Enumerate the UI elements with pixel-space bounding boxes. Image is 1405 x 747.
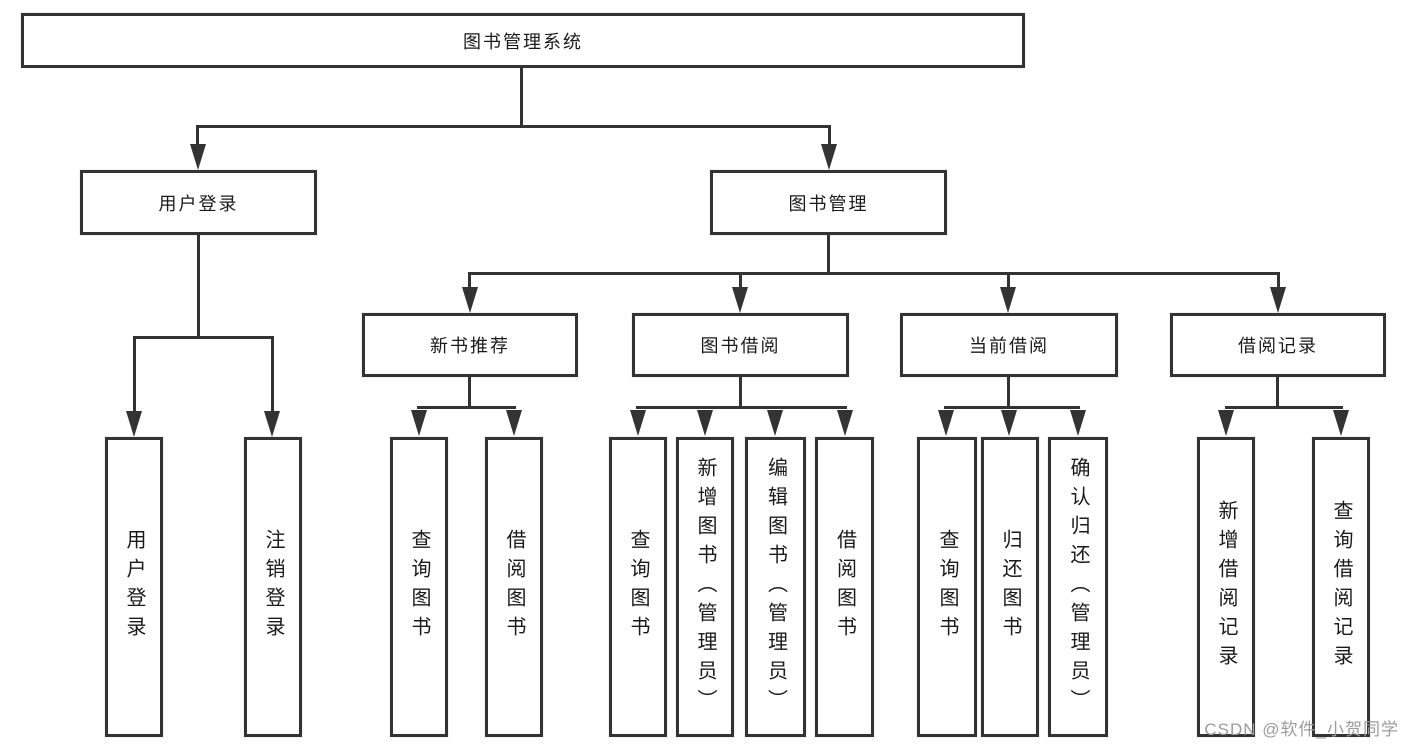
arrow-down-edit-books (767, 410, 783, 436)
connector-to-leaf-logout (271, 336, 274, 412)
connector-user-login-stem (197, 235, 200, 336)
arrow-down-borrow-query (630, 410, 646, 436)
connector-to-current-borrow (1007, 272, 1010, 289)
arrow-down-current-borrow (1000, 287, 1016, 313)
leaf-confirm-return-admin-label: 确认归还（管理员） (1067, 456, 1089, 718)
leaf-borrow-query-books: 查询图书 (609, 437, 667, 737)
leaf-edit-books-admin: 编辑图书（管理员） (745, 437, 806, 737)
connector-recommend-stem (468, 377, 471, 406)
arrow-down-borrow-books (837, 410, 853, 436)
node-new-book-recommend-label: 新书推荐 (430, 336, 510, 356)
leaf-recommend-borrow-books: 借阅图书 (485, 437, 543, 737)
leaf-borrow-query-books-label: 查询图书 (627, 529, 649, 645)
connector-user-login-branch (133, 336, 274, 339)
connector-root-stem (520, 68, 523, 125)
node-new-book-recommend: 新书推荐 (362, 313, 578, 377)
leaf-borrow-books-label: 借阅图书 (833, 529, 856, 645)
arrow-down-book-borrow (732, 287, 748, 313)
connector-to-book-borrow (739, 272, 742, 289)
connector-borrow-branch (636, 406, 847, 409)
arrow-down-add-books (697, 410, 713, 436)
arrow-down-borrow-records (1270, 287, 1286, 313)
leaf-edit-books-admin-label: 编辑图书（管理员） (764, 456, 787, 718)
leaf-return-books-label: 归还图书 (999, 529, 1021, 645)
connector-root-branch (197, 125, 830, 128)
node-book-management-label: 图书管理 (788, 193, 869, 214)
node-borrow-records: 借阅记录 (1170, 313, 1386, 377)
leaf-logout-label: 注销登录 (262, 529, 284, 645)
arrow-down-book-management (821, 144, 837, 170)
connector-to-user-login (196, 125, 199, 147)
arrow-down-leaf-logout (264, 411, 280, 437)
connector-to-new-book-recommend (468, 272, 471, 289)
arrow-down-user-login (190, 144, 206, 170)
watermark: CSDN @软件_小贺同学 (1204, 720, 1399, 739)
node-book-management: 图书管理 (710, 170, 947, 235)
arrow-down-confirm-return (1070, 410, 1086, 436)
node-root: 图书管理系统 (21, 13, 1025, 68)
leaf-recommend-borrow-books-label: 借阅图书 (503, 529, 525, 645)
arrow-down-query-record (1333, 410, 1349, 436)
connector-borrow-stem (739, 377, 742, 406)
connector-book-management-branch (468, 272, 1279, 275)
leaf-recommend-query-books: 查询图书 (390, 437, 448, 737)
leaf-current-query-books: 查询图书 (917, 437, 977, 737)
arrow-down-recommend-borrow (506, 410, 522, 436)
leaf-query-borrow-record-label: 查询借阅记录 (1330, 500, 1352, 674)
leaf-add-books-admin-label: 新增图书（管理员） (694, 456, 716, 718)
node-borrow-records-label: 借阅记录 (1238, 336, 1318, 356)
node-user-login: 用户登录 (80, 170, 317, 235)
connector-recommend-branch (417, 406, 516, 409)
connector-records-stem (1276, 377, 1279, 406)
leaf-query-borrow-record: 查询借阅记录 (1312, 437, 1370, 737)
connector-current-stem (1007, 377, 1010, 406)
leaf-recommend-query-books-label: 查询图书 (408, 529, 430, 645)
connector-to-borrow-records (1277, 272, 1280, 289)
leaf-borrow-books: 借阅图书 (815, 437, 874, 737)
connector-book-management-stem (827, 235, 830, 272)
arrow-down-leaf-user-login (126, 411, 142, 437)
arrow-down-current-query (938, 410, 954, 436)
leaf-add-borrow-record: 新增借阅记录 (1197, 437, 1255, 737)
connector-current-branch (944, 406, 1080, 409)
leaf-return-books: 归还图书 (981, 437, 1039, 737)
arrow-down-new-book-recommend (462, 287, 478, 313)
node-current-borrow: 当前借阅 (900, 313, 1118, 377)
arrow-down-add-record (1218, 410, 1234, 436)
leaf-add-books-admin: 新增图书（管理员） (676, 437, 734, 737)
leaf-confirm-return-admin: 确认归还（管理员） (1048, 437, 1108, 737)
node-root-label: 图书管理系统 (463, 31, 583, 52)
leaf-current-query-books-label: 查询图书 (936, 529, 958, 645)
node-book-borrow: 图书借阅 (632, 313, 849, 377)
leaf-add-borrow-record-label: 新增借阅记录 (1215, 500, 1237, 674)
connector-to-leaf-user-login (133, 336, 136, 412)
connector-to-book-management (828, 125, 831, 147)
leaf-user-login: 用户登录 (105, 437, 163, 737)
arrow-down-recommend-query (411, 410, 427, 436)
arrow-down-return-books (1001, 410, 1017, 436)
leaf-user-login-label: 用户登录 (123, 529, 145, 645)
node-current-borrow-label: 当前借阅 (969, 336, 1049, 356)
connector-records-branch (1225, 406, 1343, 409)
leaf-logout: 注销登录 (244, 437, 302, 737)
node-user-login-label: 用户登录 (158, 193, 239, 214)
node-book-borrow-label: 图书借阅 (700, 336, 781, 356)
